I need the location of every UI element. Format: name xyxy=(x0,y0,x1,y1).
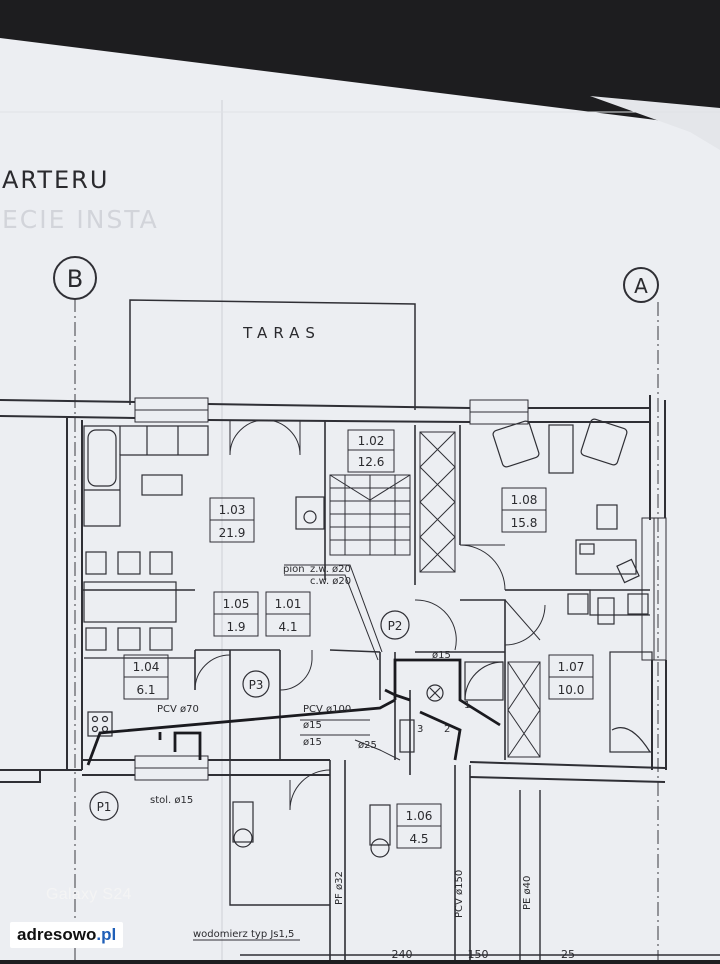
room-1-07: 1.07 10.0 xyxy=(548,654,594,700)
room-id: 1.04 xyxy=(133,660,160,674)
pf32-label: PF ø32 xyxy=(334,871,345,905)
lower-walls xyxy=(229,760,720,960)
room-1-08: 1.08 15.8 xyxy=(501,487,547,533)
bathroom-fixtures xyxy=(232,661,504,858)
watermark-suffix: .pl xyxy=(96,925,117,944)
room-area: 12.6 xyxy=(358,455,385,469)
room-area: 1.9 xyxy=(226,620,245,634)
room-id: 1.01 xyxy=(275,597,302,611)
pcv100-label: PCV ø100 xyxy=(303,704,351,715)
cabinets xyxy=(419,431,541,758)
axis-b-bubble xyxy=(53,256,97,300)
dim-25: 25 xyxy=(561,948,575,960)
axis-a-bubble xyxy=(623,267,659,303)
d25-label: ø25 xyxy=(358,740,377,751)
d15c-label: ø15 xyxy=(303,737,322,748)
room-1-01: 1.01 4.1 xyxy=(265,591,311,637)
room-1-03: 1.03 21.9 xyxy=(209,497,255,543)
room-1-04: 1.04 6.1 xyxy=(123,654,169,700)
axis-b-label: B xyxy=(67,265,83,293)
room-id: 1.03 xyxy=(219,503,246,517)
doors xyxy=(194,419,546,811)
dim-240: 240 xyxy=(392,948,413,960)
room-area: 21.9 xyxy=(219,526,246,540)
pe40-label: PE ø40 xyxy=(522,876,533,910)
terrace-outline xyxy=(129,299,416,410)
room-labels: 1.02 12.6 1.03 21.9 1.08 15.8 1.05 1.9 1… xyxy=(123,429,594,849)
marker-p2-label: P2 xyxy=(388,619,403,633)
room-1-02: 1.02 12.6 xyxy=(347,429,395,473)
room-id: 1.06 xyxy=(406,809,433,823)
d15a-label: ø15 xyxy=(432,650,451,661)
pion-label: pion xyxy=(283,564,305,575)
bedroom-furniture xyxy=(492,418,653,753)
marker-p3 xyxy=(242,670,270,698)
interior-walls xyxy=(82,420,650,960)
room-1-05: 1.05 1.9 xyxy=(213,591,259,637)
marker-p1-label: P1 xyxy=(97,800,112,814)
cw-label: c.w. ø20 xyxy=(310,576,351,587)
pcv70-label: PCV ø70 xyxy=(157,704,199,715)
room-area: 15.8 xyxy=(511,516,538,530)
pipe-thin-lines xyxy=(284,564,401,761)
room-1-06: 1.06 4.5 xyxy=(396,803,442,849)
terrace-label: TARAS xyxy=(242,324,321,342)
pcv150-label: PCV ø150 xyxy=(454,870,465,918)
windows xyxy=(134,397,667,781)
room-area: 6.1 xyxy=(136,683,155,697)
site-watermark: adresowo.pl xyxy=(10,922,124,948)
room-area: 4.5 xyxy=(409,832,428,846)
n1-label: 1 xyxy=(464,700,470,711)
marker-p3-label: P3 xyxy=(249,678,264,692)
axis-a-label: A xyxy=(634,274,648,298)
subtitle-fragment: ECIE INSTA xyxy=(2,205,159,234)
watermark-brand: adresowo xyxy=(17,925,97,944)
camera-watermark: Galaxy S24 xyxy=(46,886,132,903)
stol-label: stol. ø15 xyxy=(150,795,193,806)
room-id: 1.07 xyxy=(558,660,585,674)
zw-label: z.w. ø20 xyxy=(310,564,351,575)
marker-p2 xyxy=(380,610,410,640)
room-id: 1.08 xyxy=(511,493,538,507)
title-fragment: ARTERU xyxy=(2,166,109,194)
dim-150: 150 xyxy=(468,948,489,960)
n2-label: 2 xyxy=(444,724,450,735)
room-area: 10.0 xyxy=(558,683,585,697)
room-area: 4.1 xyxy=(278,620,297,634)
outer-walls xyxy=(0,395,667,783)
marker-p1 xyxy=(89,791,119,821)
staircase xyxy=(329,474,411,556)
pipe-labels: pion z.w. ø20 c.w. ø20 PCV ø70 PCV ø100 … xyxy=(150,564,533,940)
markers xyxy=(89,610,410,821)
paper-edge xyxy=(590,96,720,150)
room-id: 1.02 xyxy=(358,434,385,448)
room-id: 1.05 xyxy=(223,597,250,611)
d15b-label: ø15 xyxy=(303,720,322,731)
n3-label: 3 xyxy=(417,724,423,735)
pipe-lines xyxy=(86,658,501,766)
water-meter-label: wodomierz typ Js1,5 xyxy=(193,929,294,940)
